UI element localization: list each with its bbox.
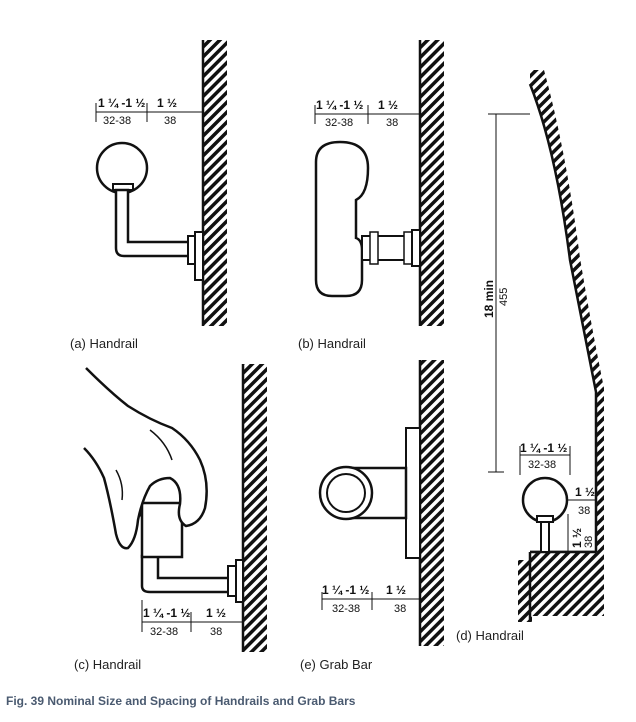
- dim-e-mm-right: 38: [394, 603, 406, 615]
- dim-d-inch-left: 1 ¼ -1 ½: [520, 441, 567, 455]
- dim-d-height-inch: 18 min: [482, 280, 496, 318]
- dim-e-mm-left: 32-38: [332, 603, 360, 615]
- label-c: (c) Handrail: [74, 657, 142, 672]
- dim-b-mm-right: 38: [386, 117, 398, 129]
- panel-e-grab-bar: 1 ¼ -1 ½ 1 ½ 32-38 38: [318, 360, 444, 646]
- label-e: (e) Grab Bar: [300, 657, 373, 672]
- dim-a-inch-left: 1 ¼ -1 ½: [98, 96, 145, 110]
- panel-a-handrail: 1 ¼ -1 ½ 1 ½ 32-38 38: [95, 40, 227, 326]
- dim-e-inch-left: 1 ¼ -1 ½: [322, 583, 369, 597]
- panel-c-handrail: 1 ¼ -1 ½ 1 ½ 32-38 38: [83, 364, 267, 652]
- wall-c: [243, 364, 267, 652]
- wall-b: [420, 40, 444, 326]
- figure-caption: Fig. 39 Nominal Size and Spacing of Hand…: [6, 694, 356, 708]
- dim-c-inch-right: 1 ½: [206, 606, 226, 620]
- dim-c-mm-right: 38: [210, 626, 222, 638]
- dim-d-side-inch: 1 ½: [575, 485, 595, 499]
- dim-c-inch-left: 1 ¼ -1 ½: [143, 606, 190, 620]
- dim-d-vert-mm: 38: [583, 536, 595, 548]
- dim-d-vert-inch: 1 ½: [570, 528, 584, 548]
- label-b: (b) Handrail: [298, 336, 366, 351]
- hand-illustration: [83, 367, 208, 550]
- dim-a-inch-right: 1 ½: [157, 96, 177, 110]
- dim-a-mm-right: 38: [164, 115, 176, 127]
- dim-d-side-mm: 38: [578, 505, 590, 517]
- dim-d-mm-left: 32-38: [528, 459, 556, 471]
- dim-d-height-mm: 455: [498, 288, 510, 306]
- panel-b-handrail: 1 ¼ -1 ½ 1 ½ 32-38 38: [314, 40, 444, 326]
- label-d: (d) Handrail: [456, 628, 524, 643]
- label-a: (a) Handrail: [70, 336, 138, 351]
- bracket-a: [114, 188, 192, 258]
- dim-c-mm-left: 32-38: [150, 626, 178, 638]
- dim-b-inch-right: 1 ½: [378, 98, 398, 112]
- wall-e: [420, 360, 444, 646]
- handrail-shaped-b: [314, 140, 370, 298]
- dim-b-inch-left: 1 ¼ -1 ½: [316, 98, 363, 112]
- dim-b-mm-left: 32-38: [325, 117, 353, 129]
- dim-e-inch-right: 1 ½: [386, 583, 406, 597]
- dim-a-mm-left: 32-38: [103, 115, 131, 127]
- wall-a: [203, 40, 227, 326]
- panel-d-handrail: 18 min 455 1 ¼ -1 ½ 32-38 1 ½ 38 1 ½ 38: [482, 70, 604, 622]
